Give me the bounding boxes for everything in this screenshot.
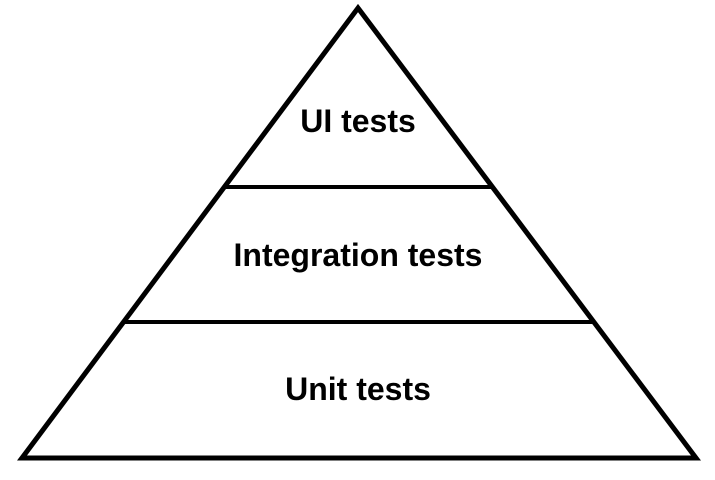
pyramid-outline [17, 3, 702, 461]
layer-label-unit-tests: Unit tests [285, 371, 431, 407]
layer-label-integration-tests: Integration tests [234, 237, 483, 273]
layer-label-ui-tests: UI tests [300, 103, 416, 139]
